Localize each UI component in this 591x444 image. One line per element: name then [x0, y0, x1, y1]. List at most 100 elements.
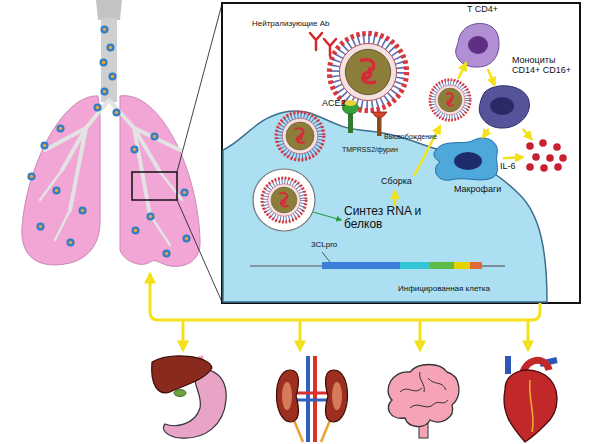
virus-dot	[27, 172, 35, 180]
cytokine-dot	[540, 164, 548, 172]
rna-strand	[250, 265, 322, 266]
virus-dots	[27, 25, 190, 257]
virus-particle	[329, 33, 406, 110]
left-lung	[22, 96, 100, 265]
larynx	[96, 0, 122, 20]
cell-label: Макрофаги	[454, 185, 524, 195]
virus-dot	[99, 58, 107, 66]
flow-arrow	[488, 69, 495, 85]
cytokine-dot	[539, 139, 547, 147]
bronchioles	[40, 170, 182, 245]
zoom-panel	[222, 3, 580, 303]
rna-orf	[470, 262, 482, 269]
zoom-marker	[132, 172, 177, 200]
macrophage-shape	[432, 138, 502, 182]
bronchi	[45, 100, 180, 215]
antibody	[324, 39, 336, 56]
right-lung	[120, 96, 200, 267]
cytokine-cluster-shape	[524, 140, 568, 172]
virus-dot	[150, 132, 158, 140]
renal-artery	[296, 392, 328, 395]
virus-particle	[430, 80, 470, 120]
lungs	[22, 0, 200, 266]
renal-vein	[296, 399, 328, 402]
rna-orf	[400, 262, 430, 269]
rna-orf	[454, 262, 470, 269]
flow-arrow	[182, 320, 185, 350]
cell-label: T CD4+	[467, 5, 527, 15]
cytokine-dot	[546, 154, 554, 162]
virus-particle	[276, 112, 324, 160]
t-cell-shape	[455, 22, 500, 68]
virus-dot	[162, 249, 170, 257]
flow-arrow	[483, 129, 489, 137]
virus-dot	[100, 87, 108, 95]
cell-body	[434, 138, 498, 180]
ace2-receptor-cap	[345, 100, 357, 106]
cytokine-dot	[553, 143, 561, 151]
coronary-vessel	[530, 380, 533, 432]
gallbladder	[174, 390, 186, 397]
kidney-inner	[332, 382, 342, 410]
flow-arrow	[523, 129, 532, 139]
virus-dot	[78, 206, 86, 214]
liver	[152, 356, 212, 393]
pathway-arrow	[313, 212, 341, 220]
flow-arrow	[527, 320, 530, 350]
cell-label: Моноциты CD14+ CD16+	[512, 56, 576, 76]
tmprss2-protease	[372, 112, 387, 118]
cytokine-dot	[554, 163, 562, 171]
ureters	[293, 418, 331, 442]
rna-orf	[430, 262, 454, 269]
cell-nucleus	[490, 97, 514, 115]
virus-dot	[66, 238, 74, 246]
liver-stomach-icon	[152, 356, 226, 438]
heart-icon	[504, 356, 557, 442]
heart	[504, 370, 557, 442]
macrophage: Макрофаги	[432, 138, 502, 182]
flow-arrow	[299, 320, 302, 350]
antibody	[310, 33, 322, 50]
virus-dot	[40, 141, 48, 149]
flow-arrow	[419, 320, 422, 350]
brain-folds	[400, 372, 448, 408]
virus-dot	[146, 212, 154, 220]
pathway-arrow	[414, 126, 440, 176]
cytokine-cluster: IL-6	[524, 140, 568, 172]
kidney	[326, 370, 348, 422]
cell-label: Инфицированная клетка	[398, 285, 538, 294]
annotation-label: Нейтрализующие Ab	[252, 20, 362, 29]
infected-cell-shape	[222, 105, 548, 303]
cell-membrane	[223, 111, 547, 302]
virus-dot	[36, 222, 44, 230]
ace2-stalk	[348, 111, 353, 133]
cytokine-dot	[526, 163, 534, 171]
tmprss2-stalk	[377, 118, 382, 136]
kidneys-icon	[277, 356, 348, 442]
virus-dot	[182, 234, 190, 242]
pathway-arrow	[394, 191, 397, 206]
kidney	[277, 370, 299, 422]
endosome	[253, 169, 315, 231]
virus-dot	[180, 188, 188, 196]
virus-dot	[108, 72, 116, 80]
flow-arrow	[503, 157, 523, 158]
virus-dot	[112, 108, 120, 116]
cell-nucleus	[454, 152, 482, 170]
leader-line	[322, 252, 330, 262]
pathway-arrow	[458, 63, 466, 79]
kidney-inner	[282, 382, 292, 410]
cell-body	[456, 23, 499, 67]
t-cell: T CD4+	[455, 22, 500, 68]
rna-strand	[482, 265, 505, 266]
virus-dot	[131, 226, 139, 234]
monocyte-shape	[478, 86, 530, 128]
cell-nucleus	[468, 36, 488, 54]
cytokine-dot	[526, 142, 534, 150]
annotation-label: ACE2	[322, 99, 362, 109]
cell-label: IL-6	[500, 162, 530, 172]
monocyte: Моноциты CD14+ CD16+	[478, 86, 530, 128]
zoom-leader-lines	[177, 4, 222, 302]
cytokine-dot	[532, 153, 540, 161]
